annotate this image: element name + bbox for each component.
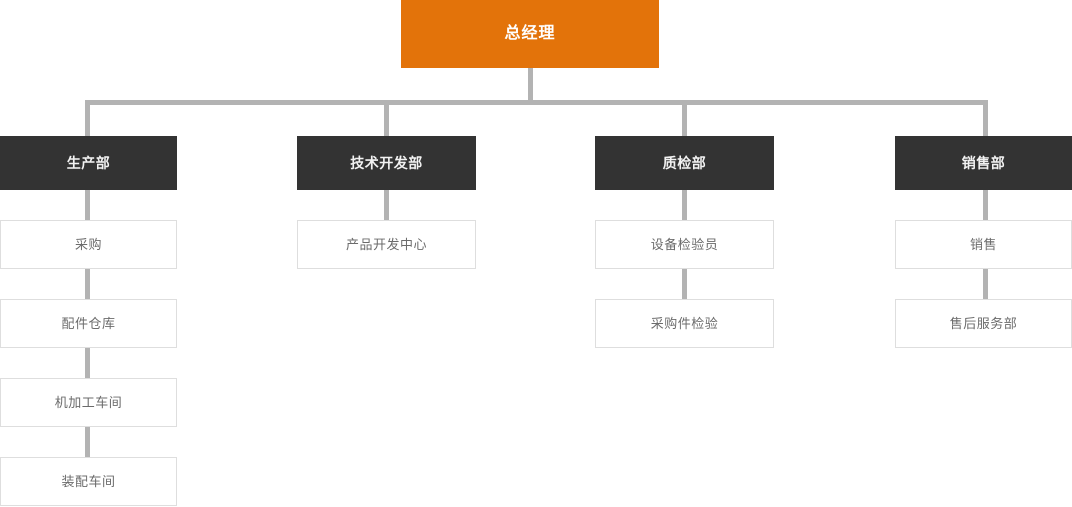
node-dept-production[interactable]: 生产部 <box>0 136 177 190</box>
node-dept-technical-development[interactable]: 技术开发部 <box>297 136 476 190</box>
connector-col3-seg2 <box>682 267 687 301</box>
node-sub-purchasing[interactable]: 采购 <box>0 220 177 269</box>
connector-bus-to-dept-1 <box>85 100 90 138</box>
connector-col1-seg4 <box>85 425 90 459</box>
node-sub-equipment-inspector[interactable]: 设备检验员 <box>595 220 774 269</box>
node-dept-sales[interactable]: 销售部 <box>895 136 1072 190</box>
connector-col1-seg2 <box>85 267 90 301</box>
node-sub-purchased-parts-inspection[interactable]: 采购件检验 <box>595 299 774 348</box>
connector-col2-seg1 <box>384 188 389 222</box>
connector-col3-seg1 <box>682 188 687 222</box>
node-dept-quality-inspection[interactable]: 质检部 <box>595 136 774 190</box>
connector-bus-to-dept-4 <box>983 100 988 138</box>
connector-root-stem <box>528 68 533 104</box>
connector-col4-seg2 <box>983 267 988 301</box>
connector-bus-to-dept-3 <box>682 100 687 138</box>
node-root-general-manager[interactable]: 总经理 <box>401 0 659 68</box>
node-sub-product-development-center[interactable]: 产品开发中心 <box>297 220 476 269</box>
node-sub-parts-warehouse[interactable]: 配件仓库 <box>0 299 177 348</box>
connector-horizontal-bus <box>85 100 988 105</box>
connector-col1-seg3 <box>85 346 90 380</box>
connector-col1-seg1 <box>85 188 90 222</box>
node-sub-machining-workshop[interactable]: 机加工车间 <box>0 378 177 427</box>
node-sub-sales[interactable]: 销售 <box>895 220 1072 269</box>
node-sub-assembly-workshop[interactable]: 装配车间 <box>0 457 177 506</box>
node-sub-after-sales-service[interactable]: 售后服务部 <box>895 299 1072 348</box>
connector-col4-seg1 <box>983 188 988 222</box>
connector-bus-to-dept-2 <box>384 100 389 138</box>
